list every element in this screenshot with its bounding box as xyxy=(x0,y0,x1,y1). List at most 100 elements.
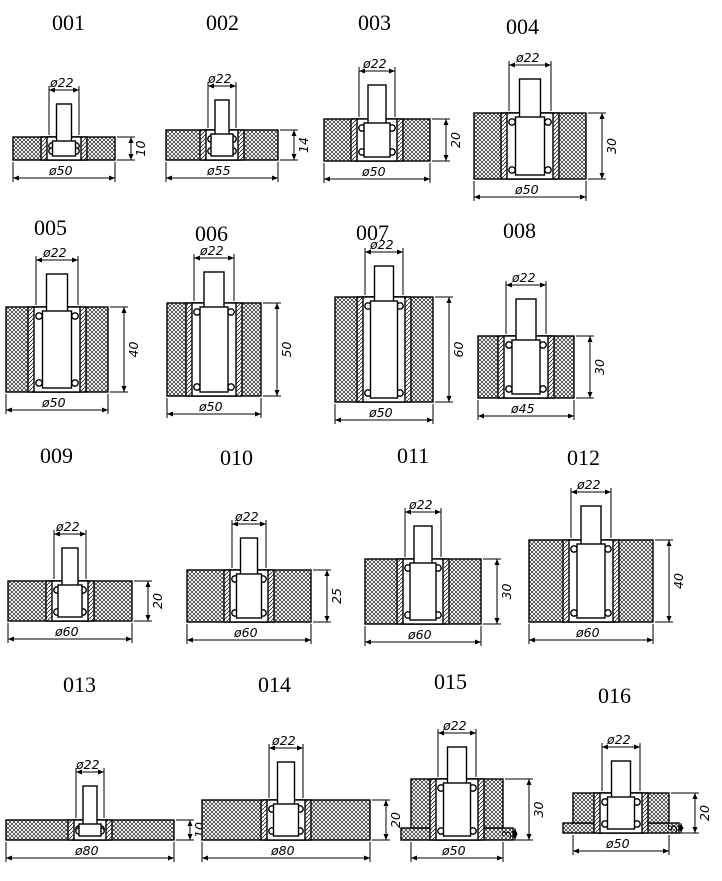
height-label: 20 xyxy=(448,132,463,148)
outer-diameter-label: ø50 xyxy=(198,399,223,414)
bearing-ball xyxy=(35,312,43,320)
shaft-collar xyxy=(78,823,102,837)
shaft-diameter-label: ø22 xyxy=(369,237,394,252)
part-number: 016 xyxy=(598,683,631,708)
shaft-collar xyxy=(51,140,77,157)
shaft xyxy=(413,525,433,566)
outer-diameter-label: ø50 xyxy=(361,164,386,179)
shaft-collar xyxy=(199,306,229,393)
part-number: 007 xyxy=(356,220,389,245)
outer-diameter-label: ø60 xyxy=(54,624,79,639)
shaft-diameter-label: ø22 xyxy=(207,71,232,86)
bearing-ball xyxy=(505,341,513,349)
height-label: 25 xyxy=(329,588,344,604)
shaft-diameter-label: ø22 xyxy=(576,477,601,492)
height-label: 20 xyxy=(388,812,403,828)
shaft-diameter-label: ø22 xyxy=(42,245,67,260)
shaft xyxy=(55,103,73,144)
outer-diameter-label: ø60 xyxy=(407,627,432,642)
shaft-collar xyxy=(210,133,234,157)
step-height-label: 3 xyxy=(499,830,514,838)
shaft-collar xyxy=(514,116,546,176)
part-005: 005 ø22 ø50 40 xyxy=(5,215,141,414)
shaft xyxy=(446,746,468,786)
part-003: 003 ø22 ø50 20 xyxy=(323,10,463,183)
shaft xyxy=(239,537,259,577)
shaft xyxy=(367,84,387,126)
outer-diameter-label: ø60 xyxy=(233,625,258,640)
bearing-ball xyxy=(508,118,516,126)
shaft-collar xyxy=(57,584,83,618)
bearing-ball xyxy=(570,545,578,553)
shaft-diameter-label: ø22 xyxy=(606,732,631,747)
bearing-ball xyxy=(193,383,201,391)
shaft-collar xyxy=(409,562,437,621)
shaft-collar xyxy=(41,310,73,389)
shaft xyxy=(580,505,602,547)
part-number: 004 xyxy=(506,14,539,39)
shaft-collar xyxy=(606,796,636,830)
height-label: 14 xyxy=(296,137,311,153)
shaft xyxy=(518,78,542,120)
height-label: 50 xyxy=(279,342,294,358)
bearing-ball xyxy=(570,609,578,617)
shaft xyxy=(61,547,79,588)
parts-layer: 001ø22ø5010002ø22ø5514003ø22ø5020004ø22ø… xyxy=(5,10,712,862)
bearing-ball xyxy=(508,166,516,174)
shaft-diameter-label: ø22 xyxy=(515,50,540,65)
shaft-diameter-label: ø22 xyxy=(75,757,100,772)
height-label: 10 xyxy=(133,141,148,157)
bearing-ball xyxy=(227,308,235,316)
shaft-diameter-label: ø22 xyxy=(442,718,467,733)
shaft-collar xyxy=(235,573,263,619)
outer-diameter-label: ø50 xyxy=(48,163,73,178)
bearing-ball xyxy=(604,609,612,617)
shaft-diameter-label: ø22 xyxy=(511,270,536,285)
shaft xyxy=(214,99,230,137)
shaft-diameter-label: ø22 xyxy=(49,75,74,90)
bearing-ball xyxy=(71,312,79,320)
outer-diameter-label: ø60 xyxy=(575,625,600,640)
shaft xyxy=(276,761,296,807)
shaft-diameter-label: ø22 xyxy=(362,56,387,71)
outer-diameter-label: ø55 xyxy=(206,163,231,178)
part-012: 012 ø22 ø60 40 xyxy=(528,445,686,644)
part-number: 015 xyxy=(434,669,467,694)
outer-diameter-label: ø50 xyxy=(41,395,66,410)
part-number: 005 xyxy=(34,215,67,240)
height-label: 40 xyxy=(671,573,686,589)
shaft-collar xyxy=(369,300,399,399)
bearing-ball xyxy=(227,383,235,391)
height-label: 60 xyxy=(451,342,466,358)
part-number: 003 xyxy=(358,10,391,35)
bearing-ball xyxy=(604,545,612,553)
shaft-collar xyxy=(442,782,472,837)
bearing-ball xyxy=(539,341,547,349)
part-number: 009 xyxy=(40,443,73,468)
shaft-collar xyxy=(576,543,606,619)
bearing-ball xyxy=(505,385,513,393)
shaft-collar xyxy=(272,803,300,837)
height-label: 30 xyxy=(592,359,607,375)
part-number: 011 xyxy=(397,443,429,468)
shaft-diameter-label: ø22 xyxy=(55,519,80,534)
shaft xyxy=(610,760,632,800)
step-height-label: 5 xyxy=(665,824,680,832)
shaft xyxy=(45,273,69,314)
bearing-ball xyxy=(35,379,43,387)
part-number: 012 xyxy=(567,445,600,470)
bearing-ball xyxy=(71,379,79,387)
height-label: 20 xyxy=(697,805,712,821)
shaft-diameter-label: ø22 xyxy=(271,733,296,748)
bearing-ball xyxy=(544,166,552,174)
height-label: 40 xyxy=(126,342,141,358)
